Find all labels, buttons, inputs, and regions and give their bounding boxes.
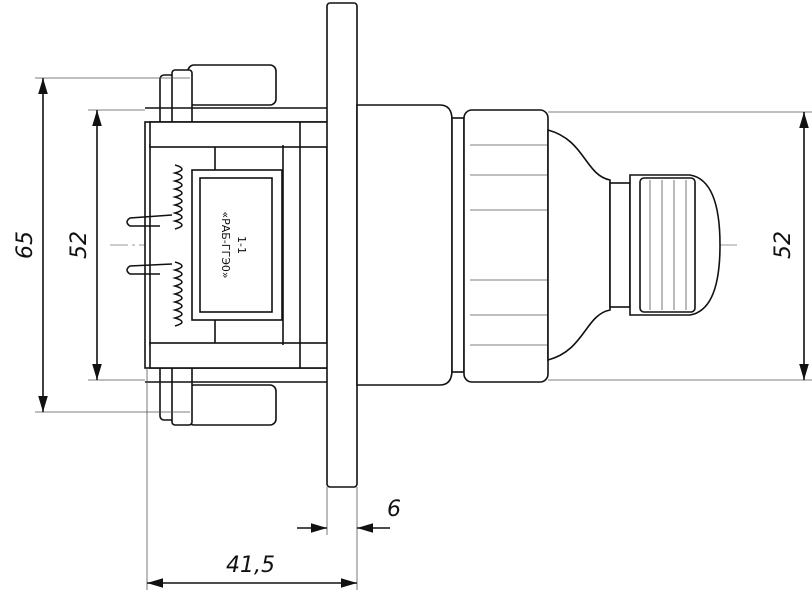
spring-coils — [126, 164, 183, 327]
svg-text:6: 6 — [387, 497, 401, 522]
model-marking: «РАБ-ГГЭ0» — [219, 211, 232, 278]
dimension-flange-thickness: 6 — [297, 487, 401, 590]
svg-text:65: 65 — [13, 231, 38, 259]
cable-gland — [547, 128, 721, 362]
svg-text:41,5: 41,5 — [226, 553, 275, 578]
dimension-depth: 41,5 — [146, 368, 357, 590]
connector-body — [126, 64, 333, 426]
housing — [356, 104, 465, 386]
dimension-nut-height: 52 — [548, 111, 812, 381]
mounting-flange — [326, 2, 358, 488]
svg-text:52: 52 — [67, 231, 92, 259]
svg-text:52: 52 — [771, 231, 796, 259]
code-marking: 1-1 — [235, 236, 248, 254]
dimension-body-height: 52 — [67, 109, 145, 381]
coupling-nut — [463, 109, 549, 383]
dimension-overall-height: 65 — [13, 77, 190, 413]
